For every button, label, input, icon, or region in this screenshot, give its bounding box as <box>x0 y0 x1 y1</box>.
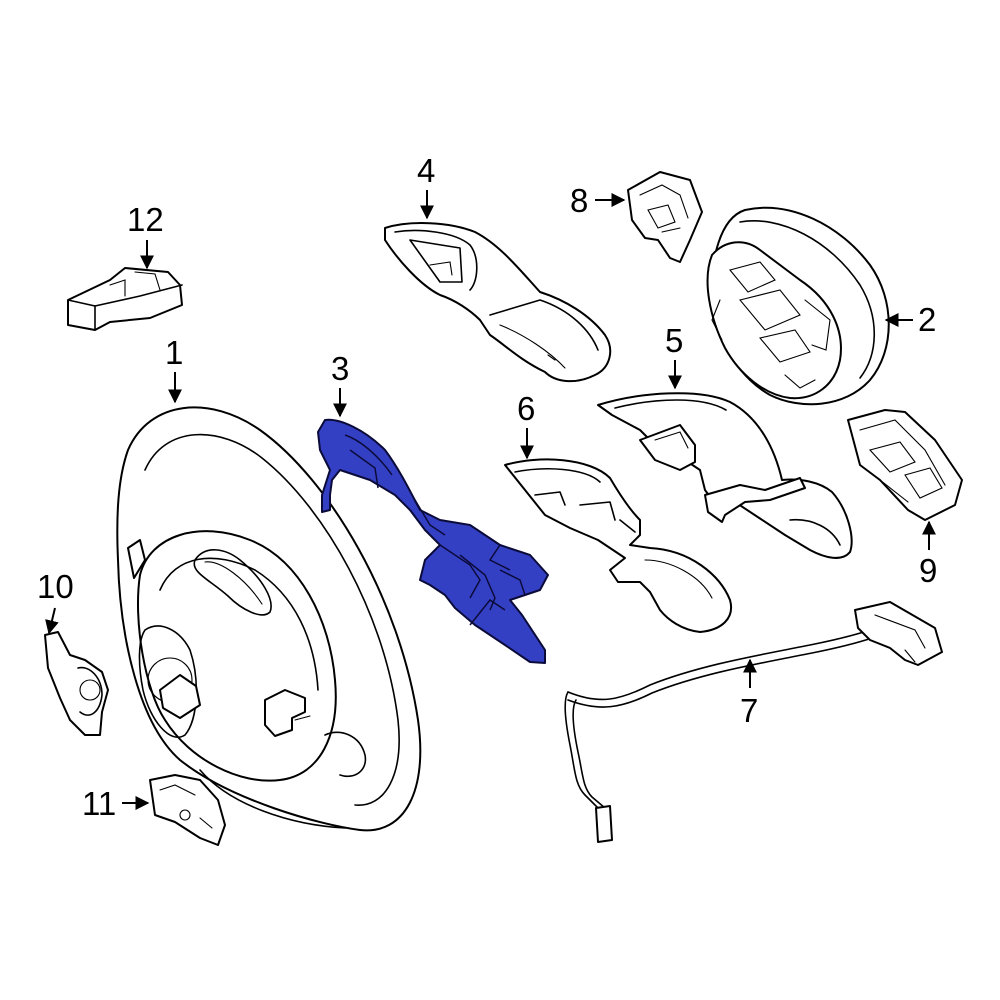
part-8-switch[interactable] <box>627 171 703 263</box>
callout-3: 3 <box>331 350 349 387</box>
part-10-paddle[interactable] <box>44 631 109 736</box>
part-7-wiring-harness[interactable] <box>564 601 943 843</box>
callout-2: 2 <box>918 301 936 338</box>
callout-8: 8 <box>570 182 588 219</box>
part-11-cover[interactable] <box>149 774 226 846</box>
callout-9: 9 <box>919 552 937 589</box>
part-1-steering-wheel[interactable] <box>116 406 422 832</box>
part-5-trim-cover[interactable] <box>597 392 853 559</box>
callout-7: 7 <box>740 692 758 729</box>
part-4-trim-cover[interactable] <box>384 222 612 383</box>
part-9-switch-module[interactable] <box>847 409 963 521</box>
callout-6: 6 <box>517 390 535 427</box>
callout-12: 12 <box>127 201 164 238</box>
callout-1: 1 <box>165 334 183 371</box>
callout-5: 5 <box>665 322 683 359</box>
part-3-switch-bracket-highlighted[interactable] <box>317 418 549 664</box>
callout-10: 10 <box>37 568 74 605</box>
part-3-fill <box>317 418 549 664</box>
callout-4: 4 <box>417 152 435 189</box>
callout-10-arrow <box>45 607 59 635</box>
part-6-trim-cover[interactable] <box>504 458 733 633</box>
part-12-connector[interactable] <box>67 267 183 331</box>
callout-11: 11 <box>82 785 116 822</box>
part-2-airbag-module[interactable] <box>706 206 890 406</box>
